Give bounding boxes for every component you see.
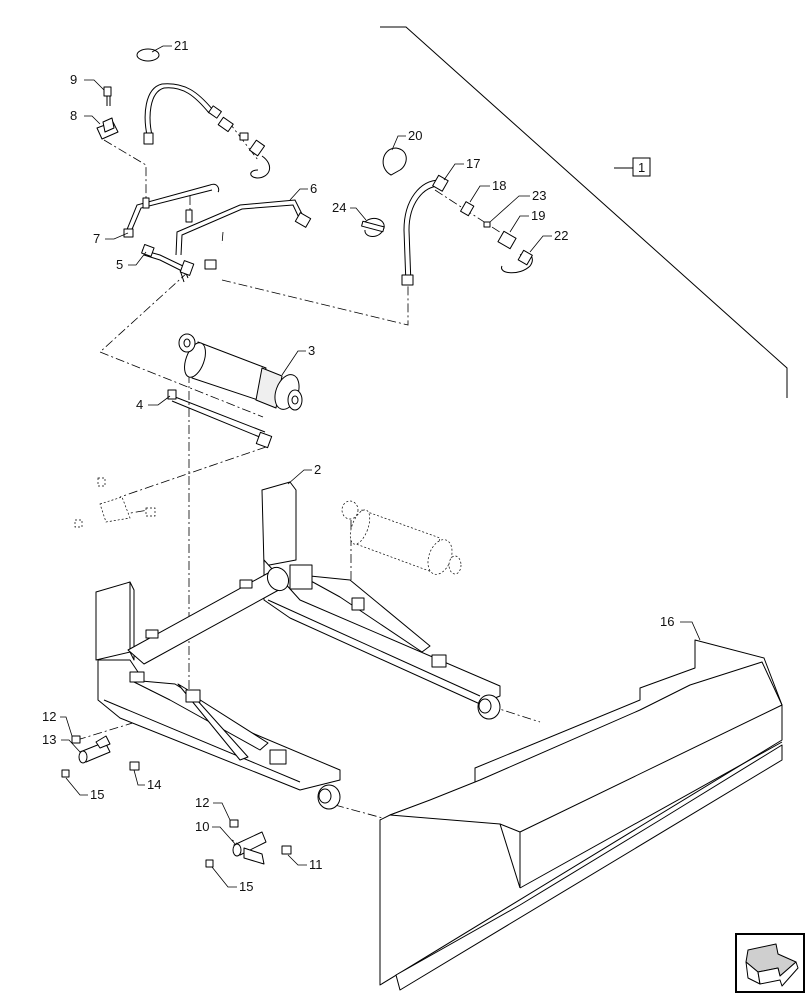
callout-15b: 15 [239, 879, 253, 894]
callout-12b: 12 [195, 795, 209, 810]
callout-23: 23 [532, 188, 546, 203]
callouts: 21 9 8 20 17 18 23 19 22 24 6 7 5 3 4 2 … [42, 38, 674, 894]
callout-2: 2 [314, 462, 321, 477]
alignment-lines [76, 120, 541, 861]
leader-lines [60, 45, 701, 888]
fittings-right [460, 201, 533, 274]
callout-6: 6 [310, 181, 317, 196]
callout-16: 16 [660, 614, 674, 629]
callout-5: 5 [116, 257, 123, 272]
tube-7 [123, 183, 220, 238]
callout-19: 19 [531, 208, 545, 223]
hose-17 [361, 147, 449, 286]
callout-20: 20 [408, 128, 422, 143]
tube-6 [175, 199, 312, 256]
callout-9: 9 [70, 72, 77, 87]
pivot-pin-13 [61, 735, 140, 778]
pivot-pin-10 [205, 819, 292, 868]
callout-22: 22 [554, 228, 568, 243]
assembly-boundary: 1 [380, 26, 788, 398]
callout-8: 8 [70, 108, 77, 123]
cylinder-installed [341, 500, 462, 575]
assembly-callout-text: 1 [638, 160, 645, 175]
callout-14: 14 [147, 777, 161, 792]
frame-2 [95, 481, 501, 810]
hose-21 [136, 48, 271, 179]
tube-5 [141, 244, 217, 283]
callout-4: 4 [136, 397, 143, 412]
tube-4 [167, 389, 273, 449]
callout-7: 7 [93, 231, 100, 246]
callout-3: 3 [308, 343, 315, 358]
callout-17: 17 [466, 156, 480, 171]
callout-11: 11 [309, 857, 323, 872]
assembly-callout-box [632, 157, 651, 177]
next-page-arrow-icon[interactable] [735, 933, 805, 993]
cylinder-3 [178, 333, 303, 411]
callout-15a: 15 [90, 787, 104, 802]
callout-24: 24 [332, 200, 346, 215]
callout-12a: 12 [42, 709, 56, 724]
callout-13: 13 [42, 732, 56, 747]
hardware-cluster [74, 477, 156, 528]
callout-21: 21 [174, 38, 188, 53]
callout-18: 18 [492, 178, 506, 193]
callout-10: 10 [195, 819, 209, 834]
bucket-16 [379, 639, 783, 991]
bracket-8 [96, 86, 119, 140]
